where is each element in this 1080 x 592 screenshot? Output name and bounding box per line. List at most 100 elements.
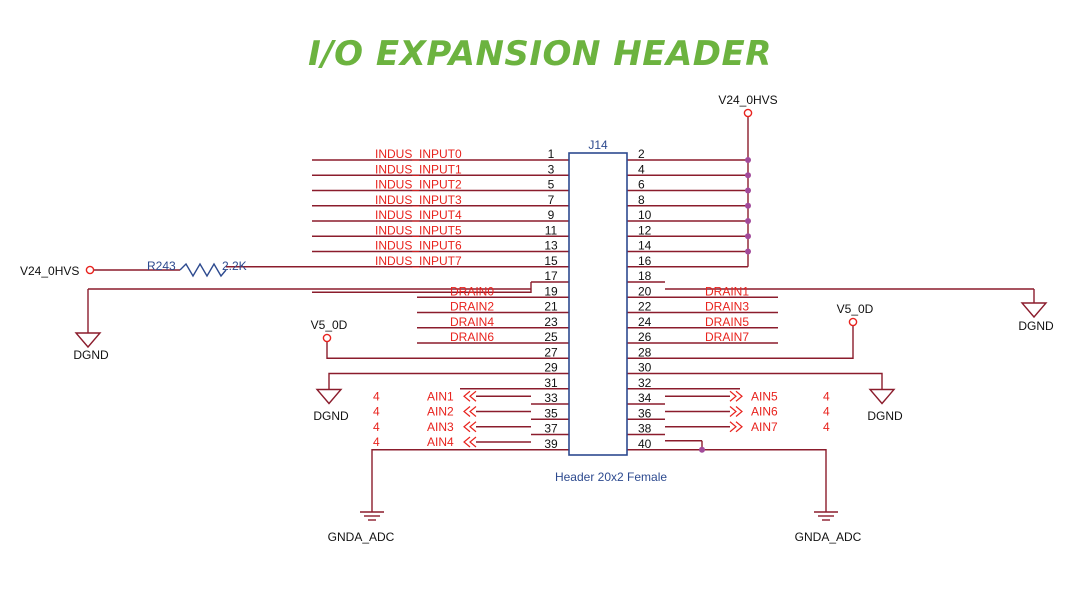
net-label-ain: AIN7 <box>751 420 778 434</box>
ground-triangle <box>315 388 343 405</box>
pin-number: 24 <box>638 315 652 329</box>
offpage-chevron <box>469 436 477 448</box>
power-port-circle <box>85 265 95 275</box>
net-label-drain: DRAIN4 <box>450 315 494 329</box>
diagram-title: I/O EXPANSION HEADER <box>308 34 772 74</box>
offpage-chevron <box>469 390 477 402</box>
power-port-circle <box>322 333 332 343</box>
ground-triangle <box>74 332 102 349</box>
offpage-chevron <box>463 436 471 448</box>
dgnd-label-mid-left: DGND <box>313 409 349 423</box>
pin-number: 26 <box>638 330 652 344</box>
resistor-value: 2.2K <box>222 259 247 273</box>
symbols <box>74 108 1048 453</box>
net-label-indus: INDUS_INPUT4 <box>375 208 462 222</box>
pin-number: 5 <box>548 178 555 192</box>
pin-number: 40 <box>638 437 652 451</box>
net-label-drain: DRAIN1 <box>705 284 749 298</box>
pin-number: 35 <box>544 406 558 420</box>
power-label-v24-top: V24_0HVS <box>718 93 777 107</box>
v5-left-wire <box>326 342 531 359</box>
power-label-v5-left: V5_0D <box>311 318 348 332</box>
offpage-chevron <box>735 406 743 417</box>
bus-width: 4 <box>823 420 830 434</box>
gnda-right-wire <box>702 449 827 512</box>
gnda-label-right: GNDA_ADC <box>795 530 862 544</box>
pin-number: 20 <box>638 284 652 298</box>
pin-number: 9 <box>548 208 555 222</box>
net-label-drain: DRAIN0 <box>450 284 494 298</box>
net-label-ain: AIN6 <box>751 405 778 419</box>
pin-number: 28 <box>638 345 652 359</box>
bus-width: 4 <box>373 389 380 403</box>
net-label-ain: AIN1 <box>427 389 454 403</box>
pin-number: 37 <box>544 422 558 436</box>
wires <box>87 117 1035 521</box>
pin-number: 21 <box>544 300 558 314</box>
pin-number: 13 <box>544 239 558 253</box>
pin-number: 16 <box>638 254 652 268</box>
net-label-indus: INDUS_INPUT5 <box>375 223 462 237</box>
pin-number: 3 <box>548 162 555 176</box>
junction-dot <box>745 202 751 209</box>
pin-number: 10 <box>638 208 652 222</box>
pin-number: 14 <box>638 239 652 253</box>
dgnd-label-right: DGND <box>1018 319 1054 333</box>
unused <box>312 282 532 293</box>
net-label-drain: DRAIN5 <box>705 315 749 329</box>
labels: 1357911131517192123252729313335373924681… <box>373 147 830 451</box>
pin-number: 1 <box>548 147 555 161</box>
offpage-chevron <box>463 406 471 417</box>
net-label-drain: DRAIN2 <box>450 300 494 314</box>
net-label-indus: INDUS_INPUT1 <box>375 162 462 176</box>
junction-dot <box>699 446 705 453</box>
net-label-indus: INDUS_INPUT7 <box>375 254 462 268</box>
power-label-v5-right: V5_0D <box>837 302 874 316</box>
ground-triangle <box>1020 302 1048 319</box>
dgnd-mid-right <box>665 372 883 390</box>
pin-number: 23 <box>544 315 558 329</box>
gnda-left-wire <box>371 449 531 512</box>
pin-number: 29 <box>544 361 558 375</box>
dgnd-label-left: DGND <box>73 348 109 362</box>
pin-number: 17 <box>544 269 558 283</box>
bus-width: 4 <box>373 435 380 449</box>
junction-dot <box>745 233 751 240</box>
pin-number: 4 <box>638 162 645 176</box>
net-label-ain: AIN5 <box>751 389 778 403</box>
pin-number: 38 <box>638 422 652 436</box>
net-label-indus: INDUS_INPUT3 <box>375 193 462 207</box>
bus-width: 4 <box>373 405 380 419</box>
pin-number: 39 <box>544 437 558 451</box>
power-port-circle <box>743 108 753 118</box>
v5-right-wire <box>665 326 854 359</box>
net-label-ain: AIN4 <box>427 435 454 449</box>
power-port-circle <box>848 317 858 327</box>
pin-number: 32 <box>638 376 652 390</box>
junction-dot <box>745 248 751 255</box>
gnda-right-wire <box>665 440 703 451</box>
offpage-chevron <box>469 406 477 417</box>
net-label-indus: INDUS_INPUT2 <box>375 178 462 192</box>
pin-number: 27 <box>544 345 558 359</box>
offpage-chevron <box>729 421 737 433</box>
dgnd-label-mid-right: DGND <box>867 409 903 423</box>
pin-number: 25 <box>544 330 558 344</box>
bus-width: 4 <box>823 389 830 403</box>
offpage-chevron <box>463 421 471 433</box>
net-label-indus: INDUS_INPUT6 <box>375 239 462 253</box>
pin-number: 22 <box>638 300 652 314</box>
pin-number: 33 <box>544 391 558 405</box>
junction-dot <box>745 187 751 194</box>
net-label-drain: DRAIN6 <box>450 330 494 344</box>
pin-number: 7 <box>548 193 555 207</box>
pin-number: 31 <box>544 376 558 390</box>
pin-number: 30 <box>638 361 652 375</box>
pin-number: 36 <box>638 406 652 420</box>
gnda-label-left: GNDA_ADC <box>328 530 395 544</box>
junction-dot <box>745 218 751 224</box>
offpage-chevron <box>729 406 737 417</box>
ground-triangle <box>868 388 896 405</box>
dgnd-mid-left <box>328 372 531 390</box>
